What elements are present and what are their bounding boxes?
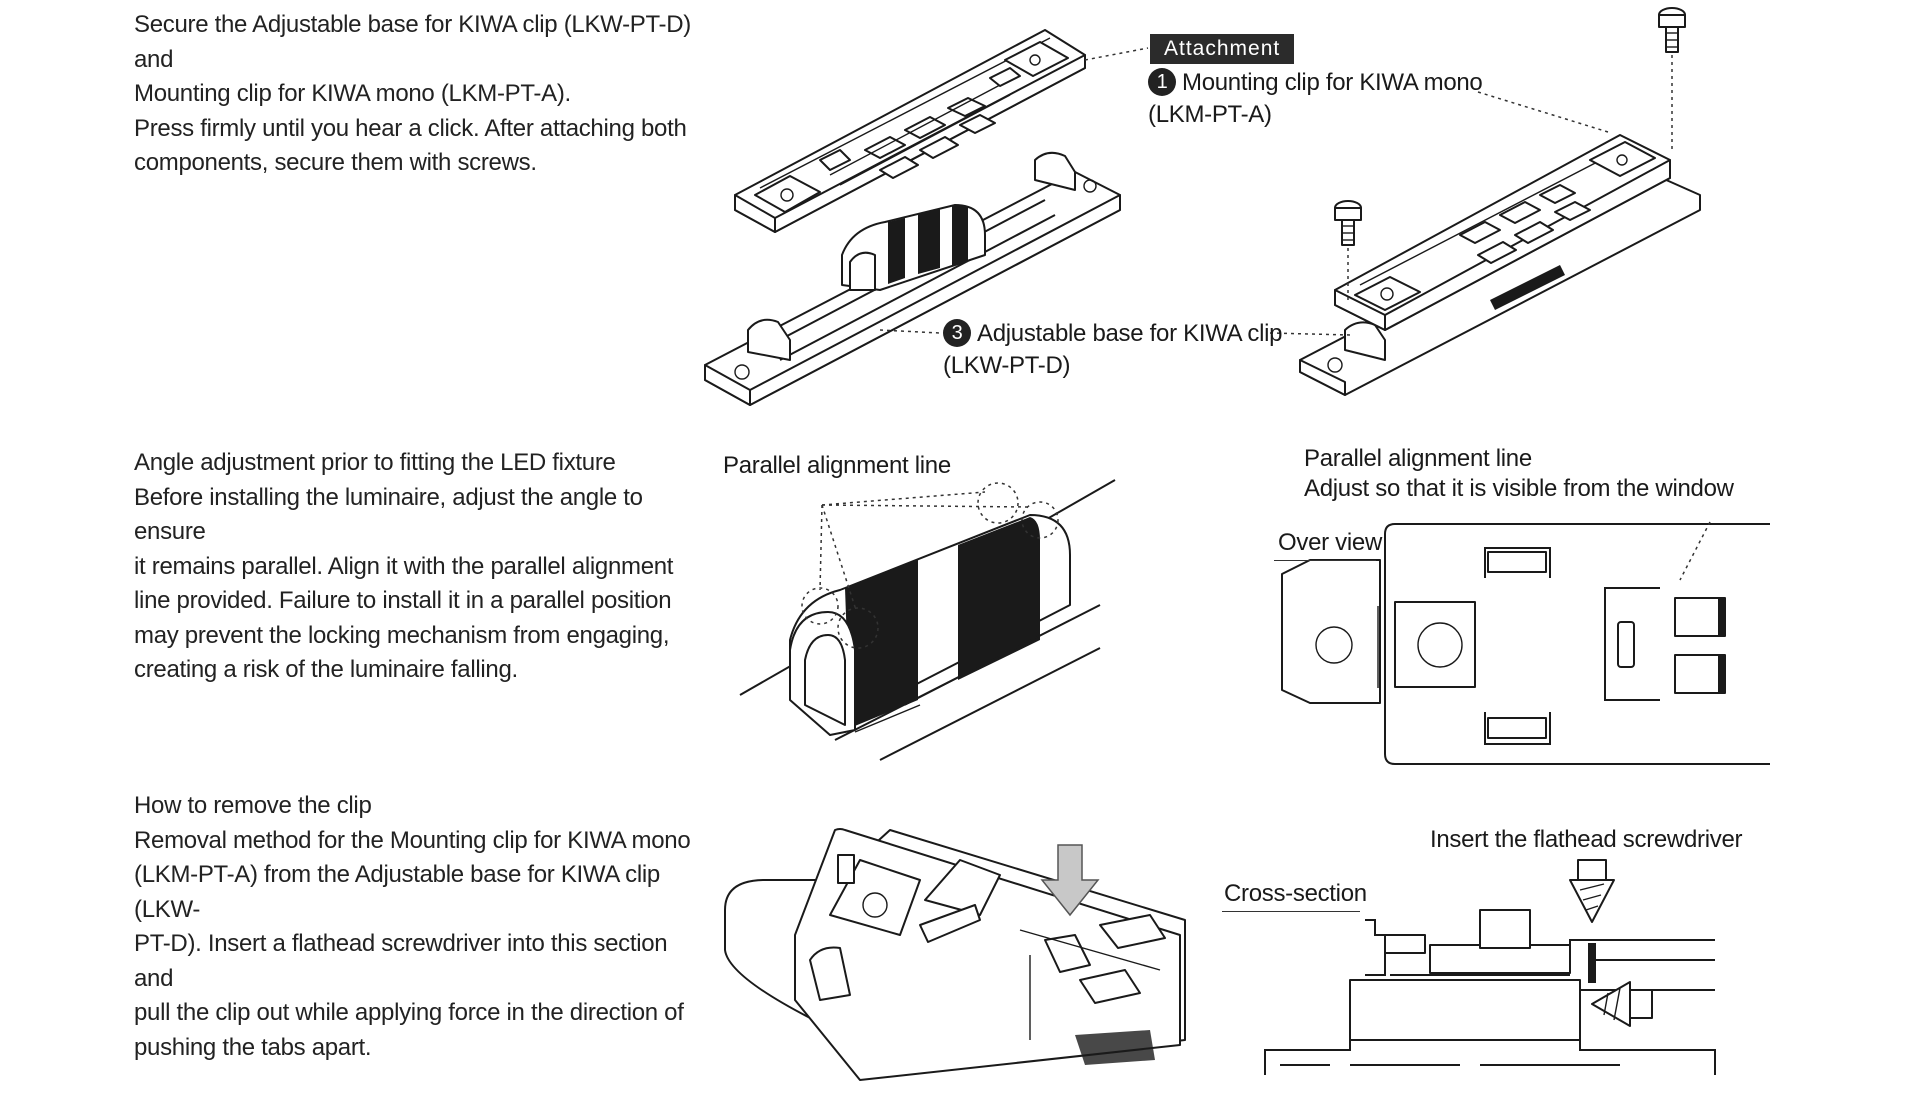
text-line: Removal method for the Mounting clip for… [134,826,691,854]
underline [1222,911,1360,912]
label-parallel-alignment: Parallel alignment line [723,452,951,479]
text-line: pull the clip out while applying force i… [134,999,684,1026]
screwdriver-down-icon [1569,859,1615,923]
text-line: Mounting clip for KIWA mono (LKM-PT-A). [134,80,571,107]
assembled-drawing [1299,7,1701,396]
section-remove-text: How to remove the clip Removal method fo… [134,789,704,1065]
text-line: creating a risk of the luminaire falling… [134,656,518,683]
step-number-badge: 1 [1148,67,1176,96]
screw-icon [1334,200,1362,246]
barrel-closeup-drawing [739,479,1116,761]
cross-section-drawing [1264,859,1716,1075]
section-heading: Angle adjustment prior to fitting the LE… [134,449,616,476]
arrow-down-icon [1040,844,1100,917]
screw-icon [1658,7,1686,53]
label-mounting-clip-code: (LKM-PT-A) [1148,101,1272,128]
removal-drawing [724,828,1186,1081]
label-cross-section: Cross-section [1224,880,1367,907]
label-over-view-alignment: Parallel alignment line [1304,445,1532,472]
step-number-badge: 3 [943,318,971,347]
label-over-view: Over view [1278,529,1382,556]
text-line: Secure the Adjustable base for KIWA clip… [134,11,691,73]
label-text: Mounting clip for KIWA mono [1182,69,1483,96]
section-angle-text: Angle adjustment prior to fitting the LE… [134,446,704,688]
text-line: it remains parallel. Align it with the p… [134,552,674,580]
adjustable-base-drawing [704,151,1121,406]
section-heading: How to remove the clip [134,792,372,819]
underline [1274,560,1376,561]
text-line: line provided. Failure to install it in … [134,587,672,614]
label-adjustable-base-code: (LKW-PT-D) [943,352,1071,379]
label-insert-screwdriver: Insert the flathead screwdriver [1430,826,1743,853]
mounting-clip-drawing [734,29,1086,233]
text-line: components, secure them with screws. [134,149,537,176]
text-line: Press firmly until you hear a click. Aft… [134,114,687,142]
text-line: Before installing the luminaire, adjust … [134,483,643,546]
label-text: Adjustable base for KIWA clip [977,320,1283,347]
section-attach-text: Secure the Adjustable base for KIWA clip… [134,8,704,181]
over-view-drawing [1281,521,1770,765]
screwdriver-side-icon [1591,981,1653,1027]
text-line: (LKM-PT-A) from the Adjustable base for … [134,861,660,923]
text-line: PT-D). Insert a flathead screwdriver int… [134,930,668,992]
text-line: may prevent the locking mechanism from e… [134,621,670,649]
label-over-view-adjust: Adjust so that it is visible from the wi… [1304,475,1734,502]
text-line: pushing the tabs apart. [134,1033,372,1061]
attachment-tag: Attachment [1150,34,1295,64]
